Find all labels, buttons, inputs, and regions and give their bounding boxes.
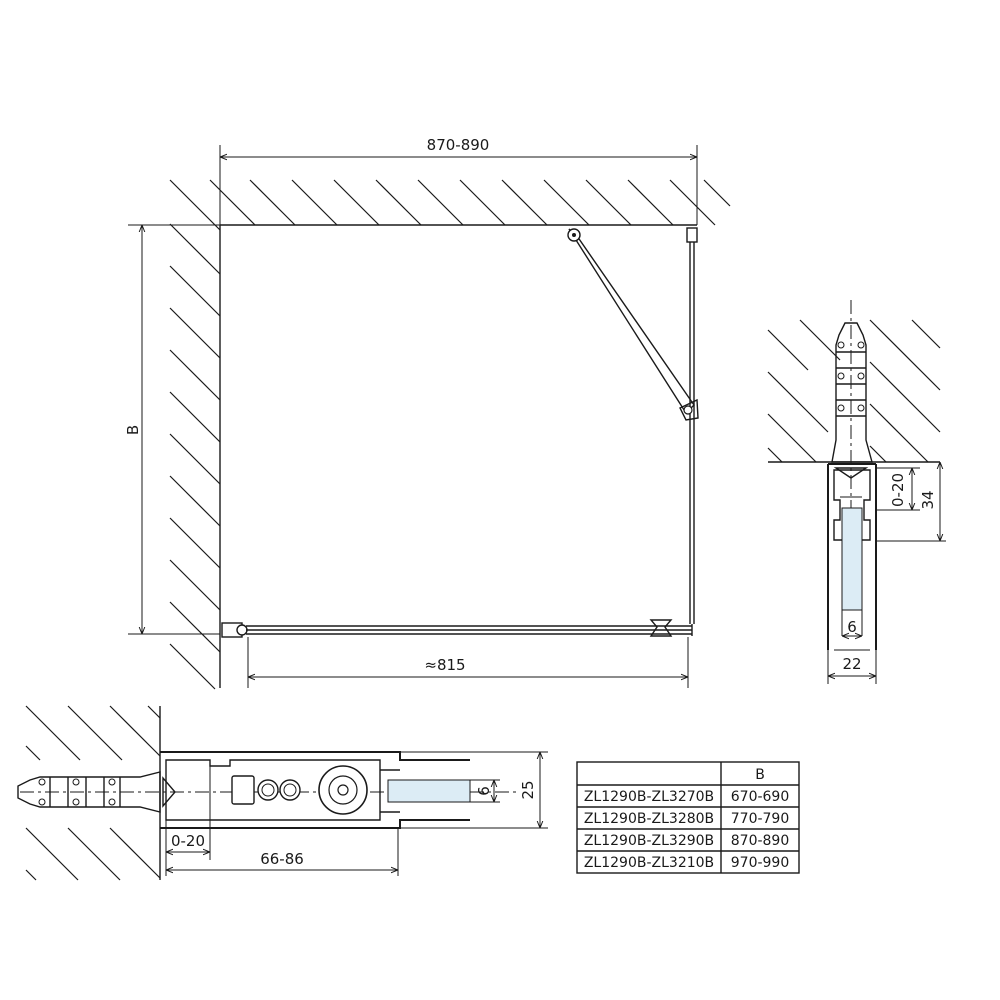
- bottom-wall-hatching: [25, 705, 161, 881]
- bottom-width-label: ≈815: [424, 656, 465, 674]
- table-row-range: 870-890: [731, 833, 790, 849]
- height-b-label: B: [124, 425, 142, 435]
- table-row-model: ZL1290B-ZL3290B: [584, 833, 714, 849]
- table-row-range: 970-990: [731, 855, 790, 871]
- stabilizer-arm: [567, 228, 699, 421]
- wall-dowel-icon: [831, 300, 873, 560]
- top-width-label: 870-890: [427, 136, 490, 154]
- u-profile: [827, 463, 877, 651]
- bottom-detail: 6 25 0-20 66-86: [17, 705, 548, 881]
- side-detail: 0-20 34 6 22: [767, 300, 946, 684]
- table-row-range: 770-790: [731, 811, 790, 827]
- side-glass: [841, 507, 863, 611]
- bottom-height-label: 25: [519, 780, 537, 799]
- bottom-length-label: 66-86: [260, 850, 304, 868]
- glass-panel: [221, 622, 693, 638]
- bottom-dowel-icon: [17, 771, 161, 813]
- table-row-model: ZL1290B-ZL3280B: [584, 811, 714, 827]
- top-wall-hatching: [209, 179, 731, 226]
- bottom-glass-label: 6: [475, 786, 493, 796]
- plan-view: 870-890 B: [124, 136, 731, 690]
- side-gap-label: 0-20: [889, 473, 907, 507]
- table-header-b: B: [755, 767, 765, 783]
- side-depth-label: 34: [919, 490, 937, 509]
- glass-clamp-icon: [649, 619, 673, 637]
- table-row-model: ZL1290B-ZL3210B: [584, 855, 714, 871]
- wall-profile-right: [686, 227, 698, 624]
- bottom-profile: [20, 751, 520, 829]
- side-wall-hatching: [767, 319, 941, 463]
- table-row-model: ZL1290B-ZL3270B: [584, 789, 714, 805]
- side-glass-label: 6: [847, 618, 857, 636]
- bottom-glass: [387, 779, 471, 803]
- side-profile-label: 22: [842, 655, 861, 673]
- bottom-gap-label: 0-20: [171, 832, 205, 850]
- table-row-range: 670-690: [731, 789, 790, 805]
- left-wall-hatching: [169, 179, 221, 690]
- model-size-table: B ZL1290B-ZL3270B 670-690 ZL1290B-ZL3280…: [576, 761, 800, 874]
